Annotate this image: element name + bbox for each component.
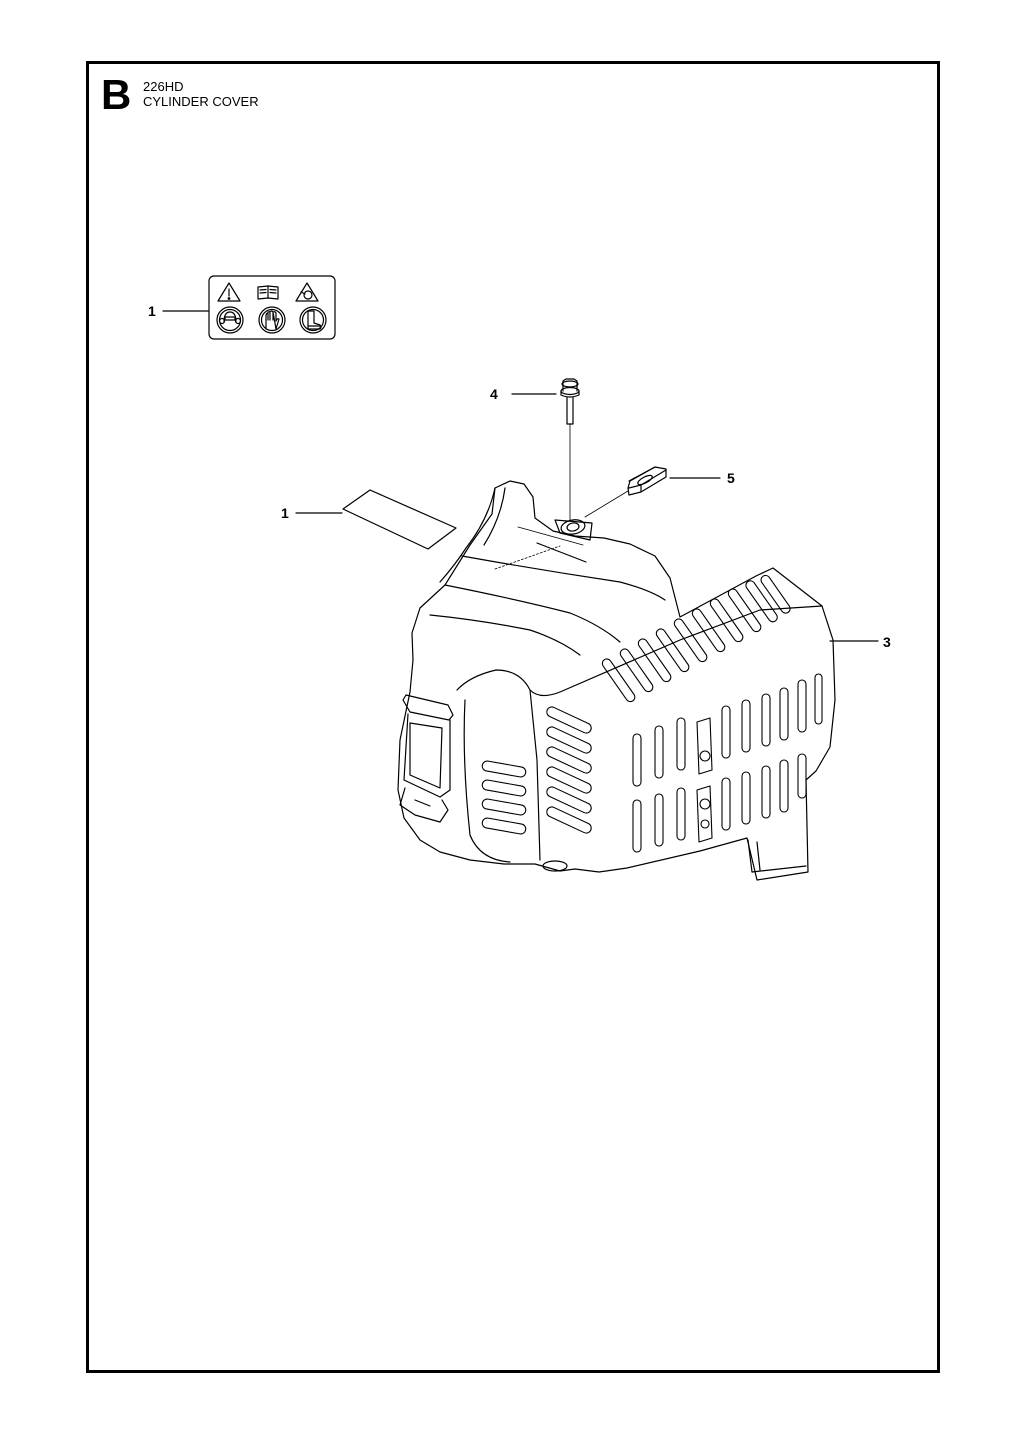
callout-3-cylinder-cover: 3 (883, 634, 891, 650)
grommet-part (584, 466, 667, 518)
callout-1-decal-label: 1 (281, 505, 289, 521)
page-title: CYLINDER COVER (143, 94, 259, 109)
page-frame (86, 61, 940, 1373)
callout-4-screw: 4 (490, 386, 498, 402)
section-letter: B (101, 71, 132, 118)
cylinder-cover-part (397, 480, 836, 881)
ear-eye-protection-icon (216, 306, 244, 334)
warning-decal-sheet (208, 275, 336, 340)
callout-5-grommet: 5 (727, 470, 735, 486)
protective-gloves-icon (258, 306, 286, 334)
screw-part (560, 378, 580, 521)
grommet-axis-line (584, 490, 629, 518)
warning-triangle-icon (217, 282, 241, 302)
read-manual-icon (257, 285, 279, 300)
protective-boots-icon (299, 306, 327, 334)
decal-label-part (342, 489, 457, 550)
model-name: 226HD (143, 79, 184, 94)
callout-1-decal-sheet: 1 (148, 303, 156, 319)
thrown-objects-warning-icon (295, 282, 319, 302)
